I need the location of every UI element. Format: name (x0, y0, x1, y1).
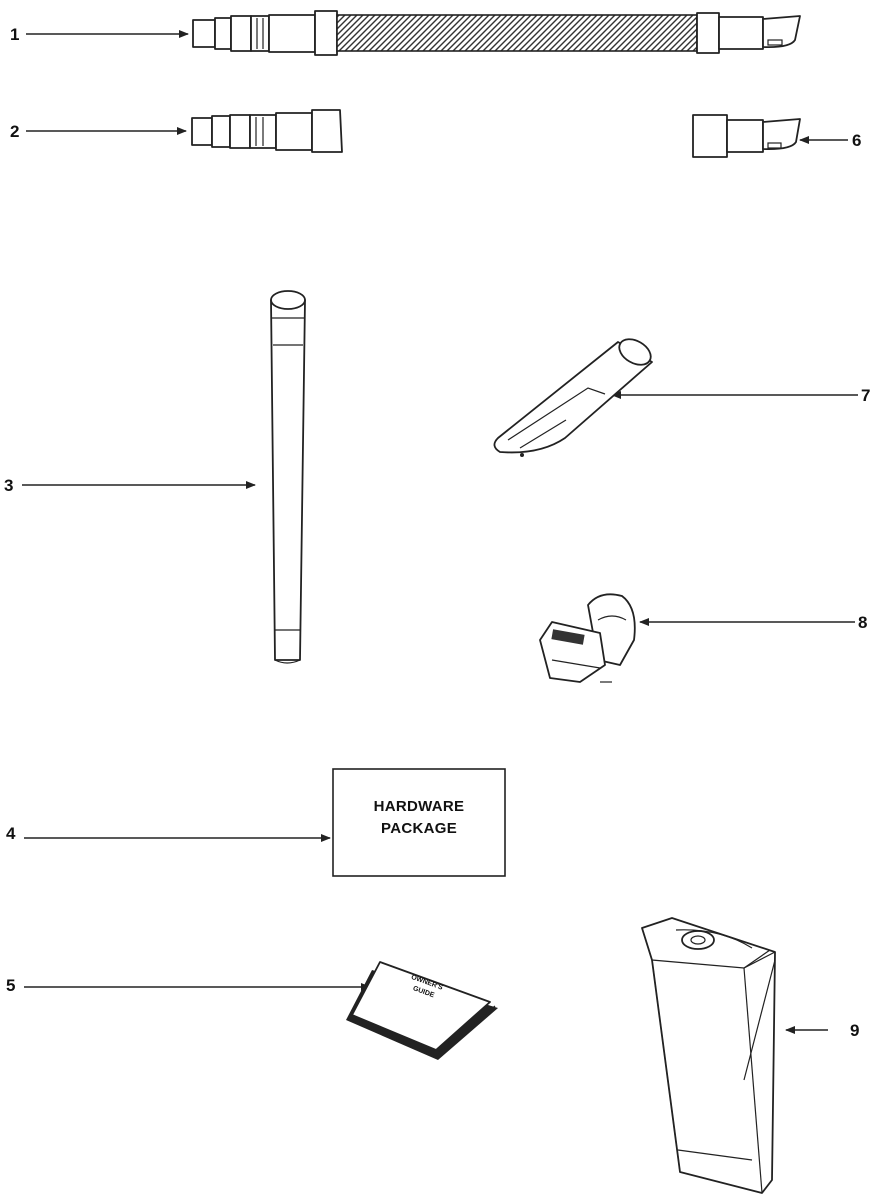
callout-number-1: 1 (10, 25, 19, 44)
owners-guide-book: OWNER'S GUIDE (346, 961, 498, 1060)
connector-part (191, 109, 343, 153)
callout-number-3: 3 (4, 476, 13, 495)
hose-end-part (692, 114, 801, 158)
callout-7: 7 (611, 386, 870, 405)
callout-number-9: 9 (850, 1021, 859, 1040)
hose-part (192, 10, 801, 56)
callout-9: 9 (785, 1021, 859, 1040)
callout-3: 3 (4, 476, 256, 495)
callout-number-4: 4 (6, 824, 16, 843)
dust-bag-part (641, 917, 776, 1194)
callout-4: 4 (6, 824, 331, 843)
hardware-package-label-line2: PACKAGE (381, 820, 457, 837)
callout-6: 6 (799, 131, 861, 150)
upholstery-tool-part (539, 593, 636, 683)
crevice-tool-part (493, 338, 653, 457)
callout-1: 1 (10, 25, 189, 44)
callout-number-5: 5 (6, 976, 15, 995)
callout-number-6: 6 (852, 131, 861, 150)
callout-5: 5 (6, 976, 371, 995)
callout-number-2: 2 (10, 122, 19, 141)
hardware-package-box: HARDWARE PACKAGE (332, 768, 506, 877)
callout-2: 2 (10, 122, 187, 141)
wand-part (270, 290, 306, 664)
callout-number-8: 8 (858, 613, 867, 632)
callout-8: 8 (639, 613, 867, 632)
callout-number-7: 7 (861, 386, 870, 405)
hardware-package-label-line1: HARDWARE (374, 798, 465, 815)
